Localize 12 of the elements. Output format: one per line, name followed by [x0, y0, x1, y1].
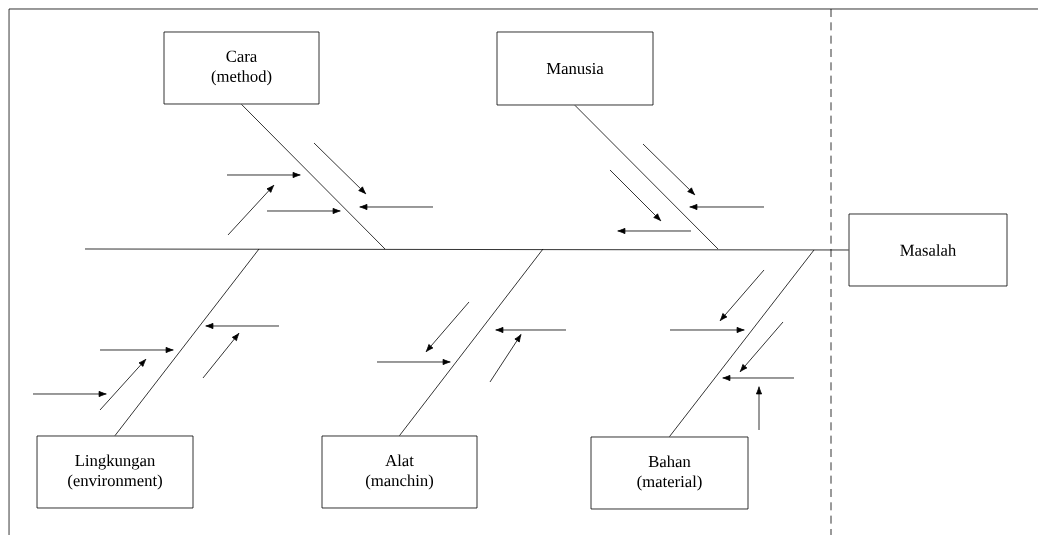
- text-box: Lingkungan (environment): [36, 435, 194, 509]
- bone-line: [241, 104, 386, 250]
- text-box: Alat (manchin): [321, 435, 478, 509]
- spine-line: [84, 248, 849, 251]
- text-box: Manusia: [496, 31, 654, 106]
- bone-line: [669, 249, 815, 437]
- text-box: Masalah: [848, 213, 1008, 287]
- text-box: Bahan (material): [590, 436, 749, 510]
- bone-line: [399, 248, 544, 436]
- bone-line: [114, 248, 260, 436]
- text-box: Cara (method): [163, 31, 320, 105]
- bone-line: [574, 105, 719, 250]
